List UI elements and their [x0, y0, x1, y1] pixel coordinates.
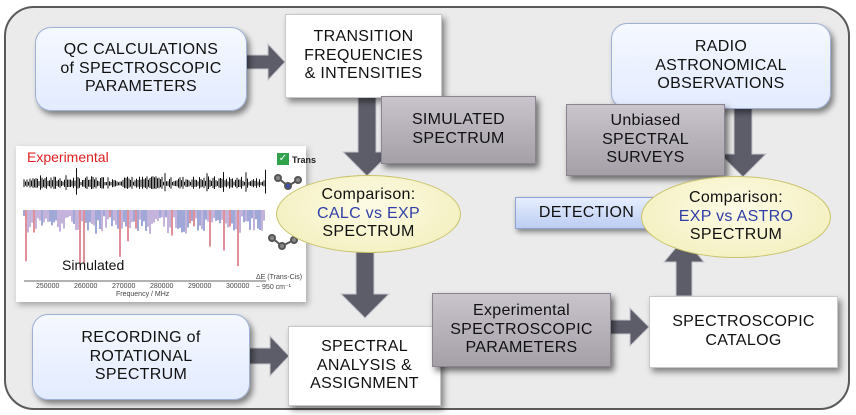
box-line: Experimental	[473, 301, 570, 319]
box-line: SPECTRUM	[412, 130, 505, 147]
simulated-trace	[23, 210, 265, 268]
spectroscopic-catalog-box: SPECTROSCOPIC CATALOG	[649, 296, 838, 368]
spectrum-plot	[23, 168, 302, 282]
ellipse-sub: SPECTRUM	[322, 223, 415, 241]
box-line: CATALOG	[705, 332, 782, 349]
ellipse-accent: CALC vs EXP	[317, 204, 420, 222]
simulated-label: Simulated	[62, 257, 125, 273]
x-tick-label: 250000	[36, 283, 60, 290]
ellipse-accent: EXP vs ASTRO	[678, 207, 794, 225]
qc-calculations-box: QC CALCULATIONS of SPECTROSCOPIC PARAMET…	[35, 27, 247, 111]
experimental-trace	[23, 168, 266, 195]
experimental-label: Experimental	[27, 149, 109, 165]
x-tick-label: 260000	[74, 283, 98, 290]
x-tick-label: 270000	[112, 283, 136, 290]
spectrum-figure: Experimental Simulated ΔE (Trans-Cis) ~ …	[16, 146, 306, 302]
box-line: Unbiased	[610, 111, 681, 129]
box-line: SPECTRUM	[94, 366, 188, 384]
ellipse-title: Comparison:	[321, 185, 416, 203]
arrow-parameters-to-catalog	[609, 306, 650, 348]
detection-box: DETECTION	[515, 197, 658, 229]
box-line: OBSERVATIONS	[657, 75, 785, 93]
box-line: FREQUENCIES	[304, 46, 423, 64]
box-line: RECORDING of	[81, 328, 201, 346]
box-line: PARAMETERS	[84, 78, 198, 96]
x-axis-label: Frequency / MHz	[116, 291, 170, 298]
arrow-recording-to-analysis	[247, 334, 290, 378]
box-line: ASSIGNMENT	[310, 375, 419, 393]
x-tick-label: 300000	[226, 283, 250, 290]
arrow-comparison-to-analysis	[339, 247, 391, 319]
box-line: PARAMETERS	[465, 339, 578, 357]
box-line: SPECTRAL	[602, 130, 689, 148]
checkmark-icon: ✓	[277, 153, 289, 165]
box-line: SPECTROSCOPIC	[450, 320, 593, 338]
molecule-structure	[268, 174, 302, 250]
box-line: SPECTROSCOPIC	[672, 313, 815, 331]
box-line: DETECTION	[538, 203, 635, 221]
x-tick-label: 280000	[150, 283, 174, 290]
experimental-parameters-box: Experimental SPECTROSCOPIC PARAMETERS	[432, 293, 611, 367]
box-line: SIMULATED	[411, 111, 506, 129]
box-line: & INTENSITIES	[304, 65, 423, 83]
comparison-exp-astro-ellipse: Comparison: EXP vs ASTRO SPECTRUM	[641, 176, 831, 258]
comparison-calc-exp-ellipse: Comparison: CALC vs EXP SPECTRUM	[276, 175, 461, 253]
unbiased-surveys-box: Unbiased SPECTRAL SURVEYS	[566, 104, 725, 176]
arrow-qc-to-transition	[245, 42, 286, 82]
energy-value: ~ 950 cm⁻¹	[256, 284, 292, 291]
recording-box: RECORDING of ROTATIONAL SPECTRUM	[32, 314, 250, 400]
ellipse-sub: SPECTRUM	[689, 226, 783, 244]
box-line: SURVEYS	[606, 149, 685, 167]
energy-label: ΔE (Trans-Cis)	[256, 274, 303, 281]
radio-observations-box: RADIO ASTRONOMICAL OBSERVATIONS	[611, 23, 831, 109]
x-tick-label: 290000	[188, 283, 212, 290]
box-line: ASTRONOMICAL	[655, 56, 787, 74]
spectral-analysis-box: SPECTRAL ANALYSIS & ASSIGNMENT	[288, 326, 441, 406]
box-line: ANALYSIS &	[316, 356, 413, 374]
box-line: RADIO	[694, 37, 748, 55]
trans-label: Trans	[292, 155, 317, 165]
arrow-transition-to-comparison	[341, 95, 393, 177]
box-line: ROTATIONAL	[89, 347, 193, 365]
box-line: SPECTRAL	[321, 337, 408, 355]
simulated-spectrum-box: SIMULATED SPECTRUM	[381, 96, 536, 164]
box-line: TRANSITION	[313, 27, 414, 45]
box-line: QC CALCULATIONS	[63, 40, 219, 58]
arrow-radio-to-comparison	[718, 107, 768, 178]
box-line: of SPECTROSCOPIC	[60, 59, 222, 77]
ellipse-title: Comparison:	[688, 188, 783, 206]
transition-frequencies-box: TRANSITION FREQUENCIES & INTENSITIES	[285, 14, 442, 98]
